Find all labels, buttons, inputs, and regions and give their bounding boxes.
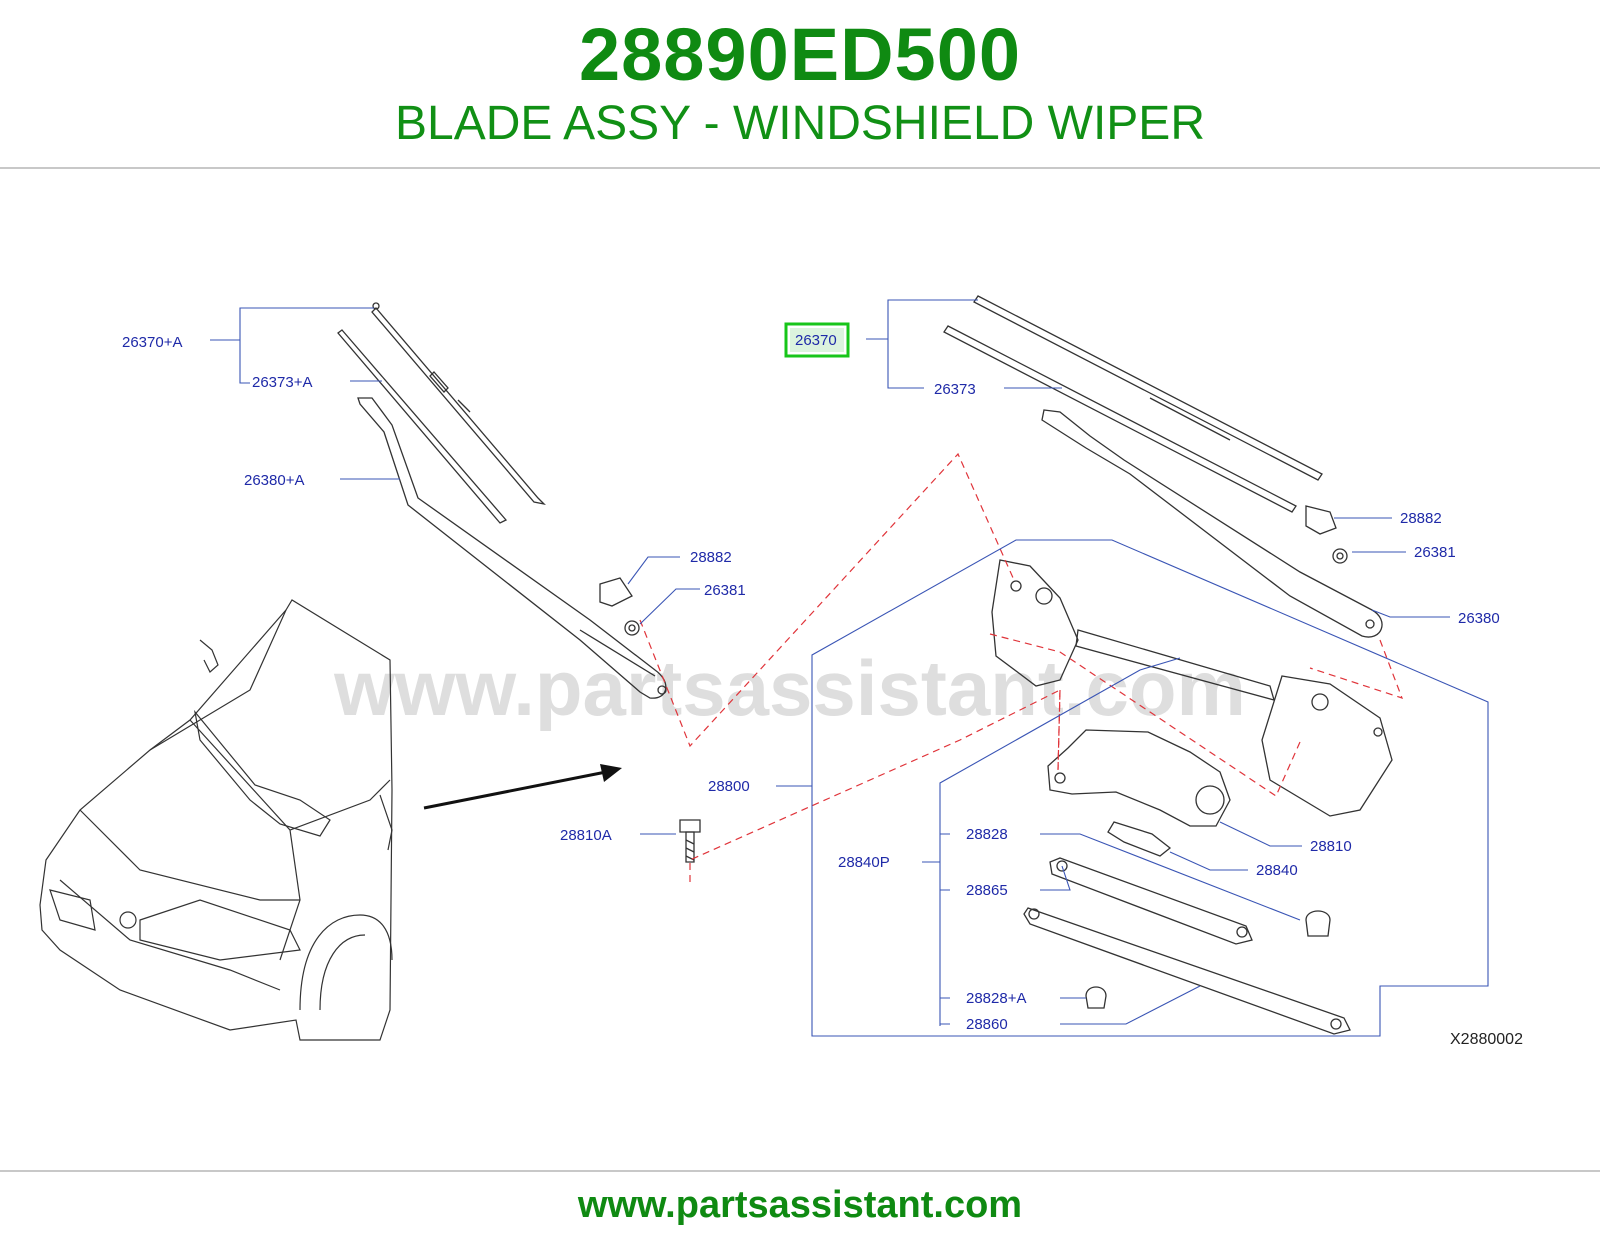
callout-26373A[interactable]: 26373+A bbox=[252, 374, 312, 391]
car-illustration bbox=[39, 599, 393, 1041]
callout-28828[interactable]: 28828 bbox=[966, 826, 1008, 843]
right-arm-cap bbox=[1305, 505, 1337, 535]
right-blade-refill bbox=[943, 325, 1297, 513]
page-header: 28890ED500 BLADE ASSY - WINDSHIELD WIPER bbox=[0, 0, 1600, 170]
callout-26370A[interactable]: 26370+A bbox=[122, 334, 182, 351]
callout-28840[interactable]: 28840 bbox=[1256, 862, 1298, 879]
part-title: BLADE ASSY - WINDSHIELD WIPER bbox=[395, 97, 1205, 150]
callout-28828A[interactable]: 28828+A bbox=[966, 990, 1026, 1007]
part-number: 28890ED500 bbox=[578, 13, 1022, 96]
callout-26381-right[interactable]: 26381 bbox=[1414, 544, 1456, 561]
watermark: www.partsassistant.com bbox=[333, 644, 1246, 732]
callout-28840P[interactable]: 28840P bbox=[838, 854, 890, 871]
left-wiper-arm bbox=[357, 397, 667, 699]
callout-28810[interactable]: 28810 bbox=[1310, 838, 1352, 855]
leader-lines bbox=[210, 299, 1489, 1037]
callout-26370[interactable]: 26370 bbox=[795, 332, 837, 349]
header-divider bbox=[0, 167, 1600, 169]
callout-28810A[interactable]: 28810A bbox=[560, 827, 612, 844]
footer-url[interactable]: www.partsassistant.com bbox=[577, 1184, 1023, 1226]
callout-28882-right[interactable]: 28882 bbox=[1400, 510, 1442, 527]
right-wiper-arm bbox=[1041, 409, 1383, 638]
callout-28860[interactable]: 28860 bbox=[966, 1016, 1008, 1033]
diagram-code: X2880002 bbox=[1450, 1031, 1523, 1048]
left-arm-cap bbox=[599, 577, 633, 607]
callout-26381-left[interactable]: 26381 bbox=[704, 582, 746, 599]
left-arm-nut bbox=[624, 620, 640, 636]
parts-diagram: www.partsassistant.com bbox=[0, 170, 1600, 1170]
callout-26380A[interactable]: 26380+A bbox=[244, 472, 304, 489]
callout-28882-left[interactable]: 28882 bbox=[690, 549, 732, 566]
callout-28800[interactable]: 28800 bbox=[708, 778, 750, 795]
dashed-reference-lines bbox=[639, 452, 1404, 882]
callout-labels: 26370+A 26373+A 26380+A 28882 26381 2637… bbox=[122, 332, 1500, 1033]
callout-28865[interactable]: 28865 bbox=[966, 882, 1008, 899]
wiper-linkage-assembly bbox=[679, 559, 1393, 1035]
left-blade-refill bbox=[337, 329, 508, 524]
highlight-fill bbox=[790, 328, 844, 352]
right-wiper-group bbox=[943, 295, 1383, 638]
left-wiper-group bbox=[337, 302, 667, 699]
highlight-box bbox=[784, 322, 850, 358]
callout-26380[interactable]: 26380 bbox=[1458, 610, 1500, 627]
direction-arrow bbox=[423, 764, 622, 810]
footer-divider bbox=[0, 1170, 1600, 1172]
callout-26373[interactable]: 26373 bbox=[934, 381, 976, 398]
left-blade-assembly bbox=[371, 302, 546, 506]
right-arm-nut bbox=[1332, 548, 1348, 564]
